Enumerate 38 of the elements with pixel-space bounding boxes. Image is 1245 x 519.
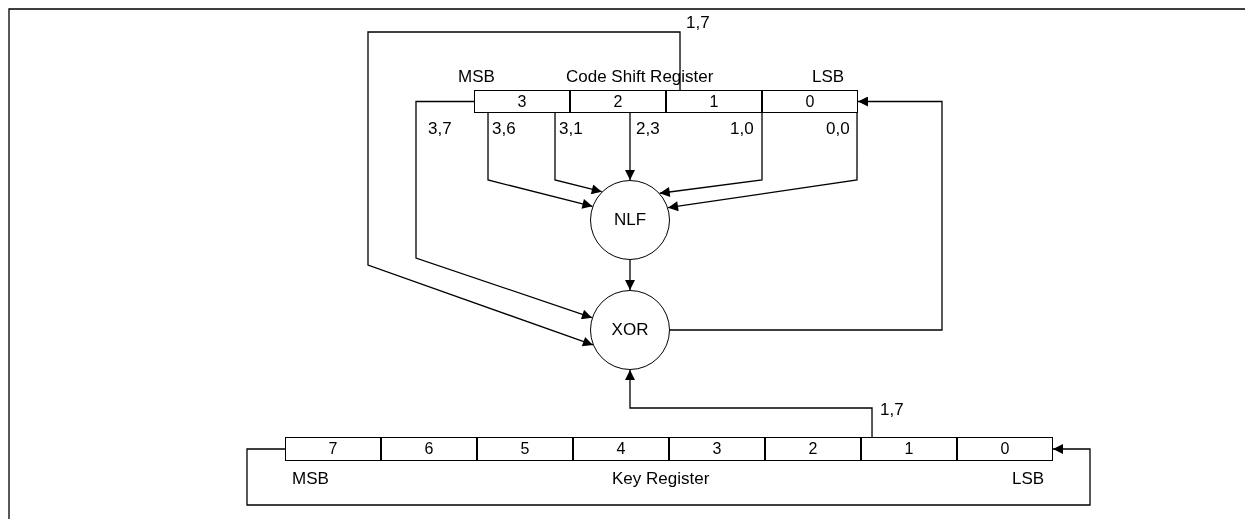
register-cell: 2 bbox=[765, 437, 861, 461]
register-cell: 3 bbox=[669, 437, 765, 461]
register-cell: 1 bbox=[861, 437, 957, 461]
arrow bbox=[625, 369, 873, 438]
arrow bbox=[659, 112, 763, 197]
arrow bbox=[625, 112, 635, 181]
operator-circle: NLF bbox=[590, 180, 670, 260]
register-cell: 1 bbox=[666, 90, 762, 113]
bit-label: 1,7 bbox=[880, 401, 904, 418]
register-cell: 2 bbox=[570, 90, 666, 113]
register-cell: 7 bbox=[285, 437, 381, 461]
arrow bbox=[246, 444, 1091, 506]
arrow bbox=[669, 96, 943, 331]
arrow bbox=[554, 112, 603, 195]
bit-label: 2,3 bbox=[636, 120, 660, 137]
arrow bbox=[667, 112, 858, 212]
register-cell: 0 bbox=[762, 90, 858, 113]
register-end-label: LSB bbox=[812, 68, 845, 85]
bit-label: 3,1 bbox=[559, 120, 583, 137]
register-end-label: LSB bbox=[1012, 470, 1045, 487]
bit-label: 1,0 bbox=[730, 120, 754, 137]
register-cell: 4 bbox=[573, 437, 669, 461]
register-end-label: MSB bbox=[458, 68, 495, 85]
arrow bbox=[415, 100, 593, 320]
register-title: Key Register bbox=[612, 470, 710, 487]
register-end-label: MSB bbox=[292, 470, 329, 487]
bit-label: 3,6 bbox=[492, 120, 516, 137]
register-cell: 3 bbox=[474, 90, 570, 113]
register-cell: 0 bbox=[957, 437, 1053, 461]
operator-circle: XOR bbox=[590, 290, 670, 370]
register-cell: 5 bbox=[477, 437, 573, 461]
bit-label: 1,7 bbox=[686, 14, 710, 31]
bit-label: 0,0 bbox=[826, 120, 850, 137]
arrow bbox=[625, 259, 635, 291]
arrow bbox=[487, 112, 594, 209]
bit-label: 3,7 bbox=[428, 120, 452, 137]
register-cell: 6 bbox=[381, 437, 477, 461]
arrow bbox=[367, 31, 681, 347]
